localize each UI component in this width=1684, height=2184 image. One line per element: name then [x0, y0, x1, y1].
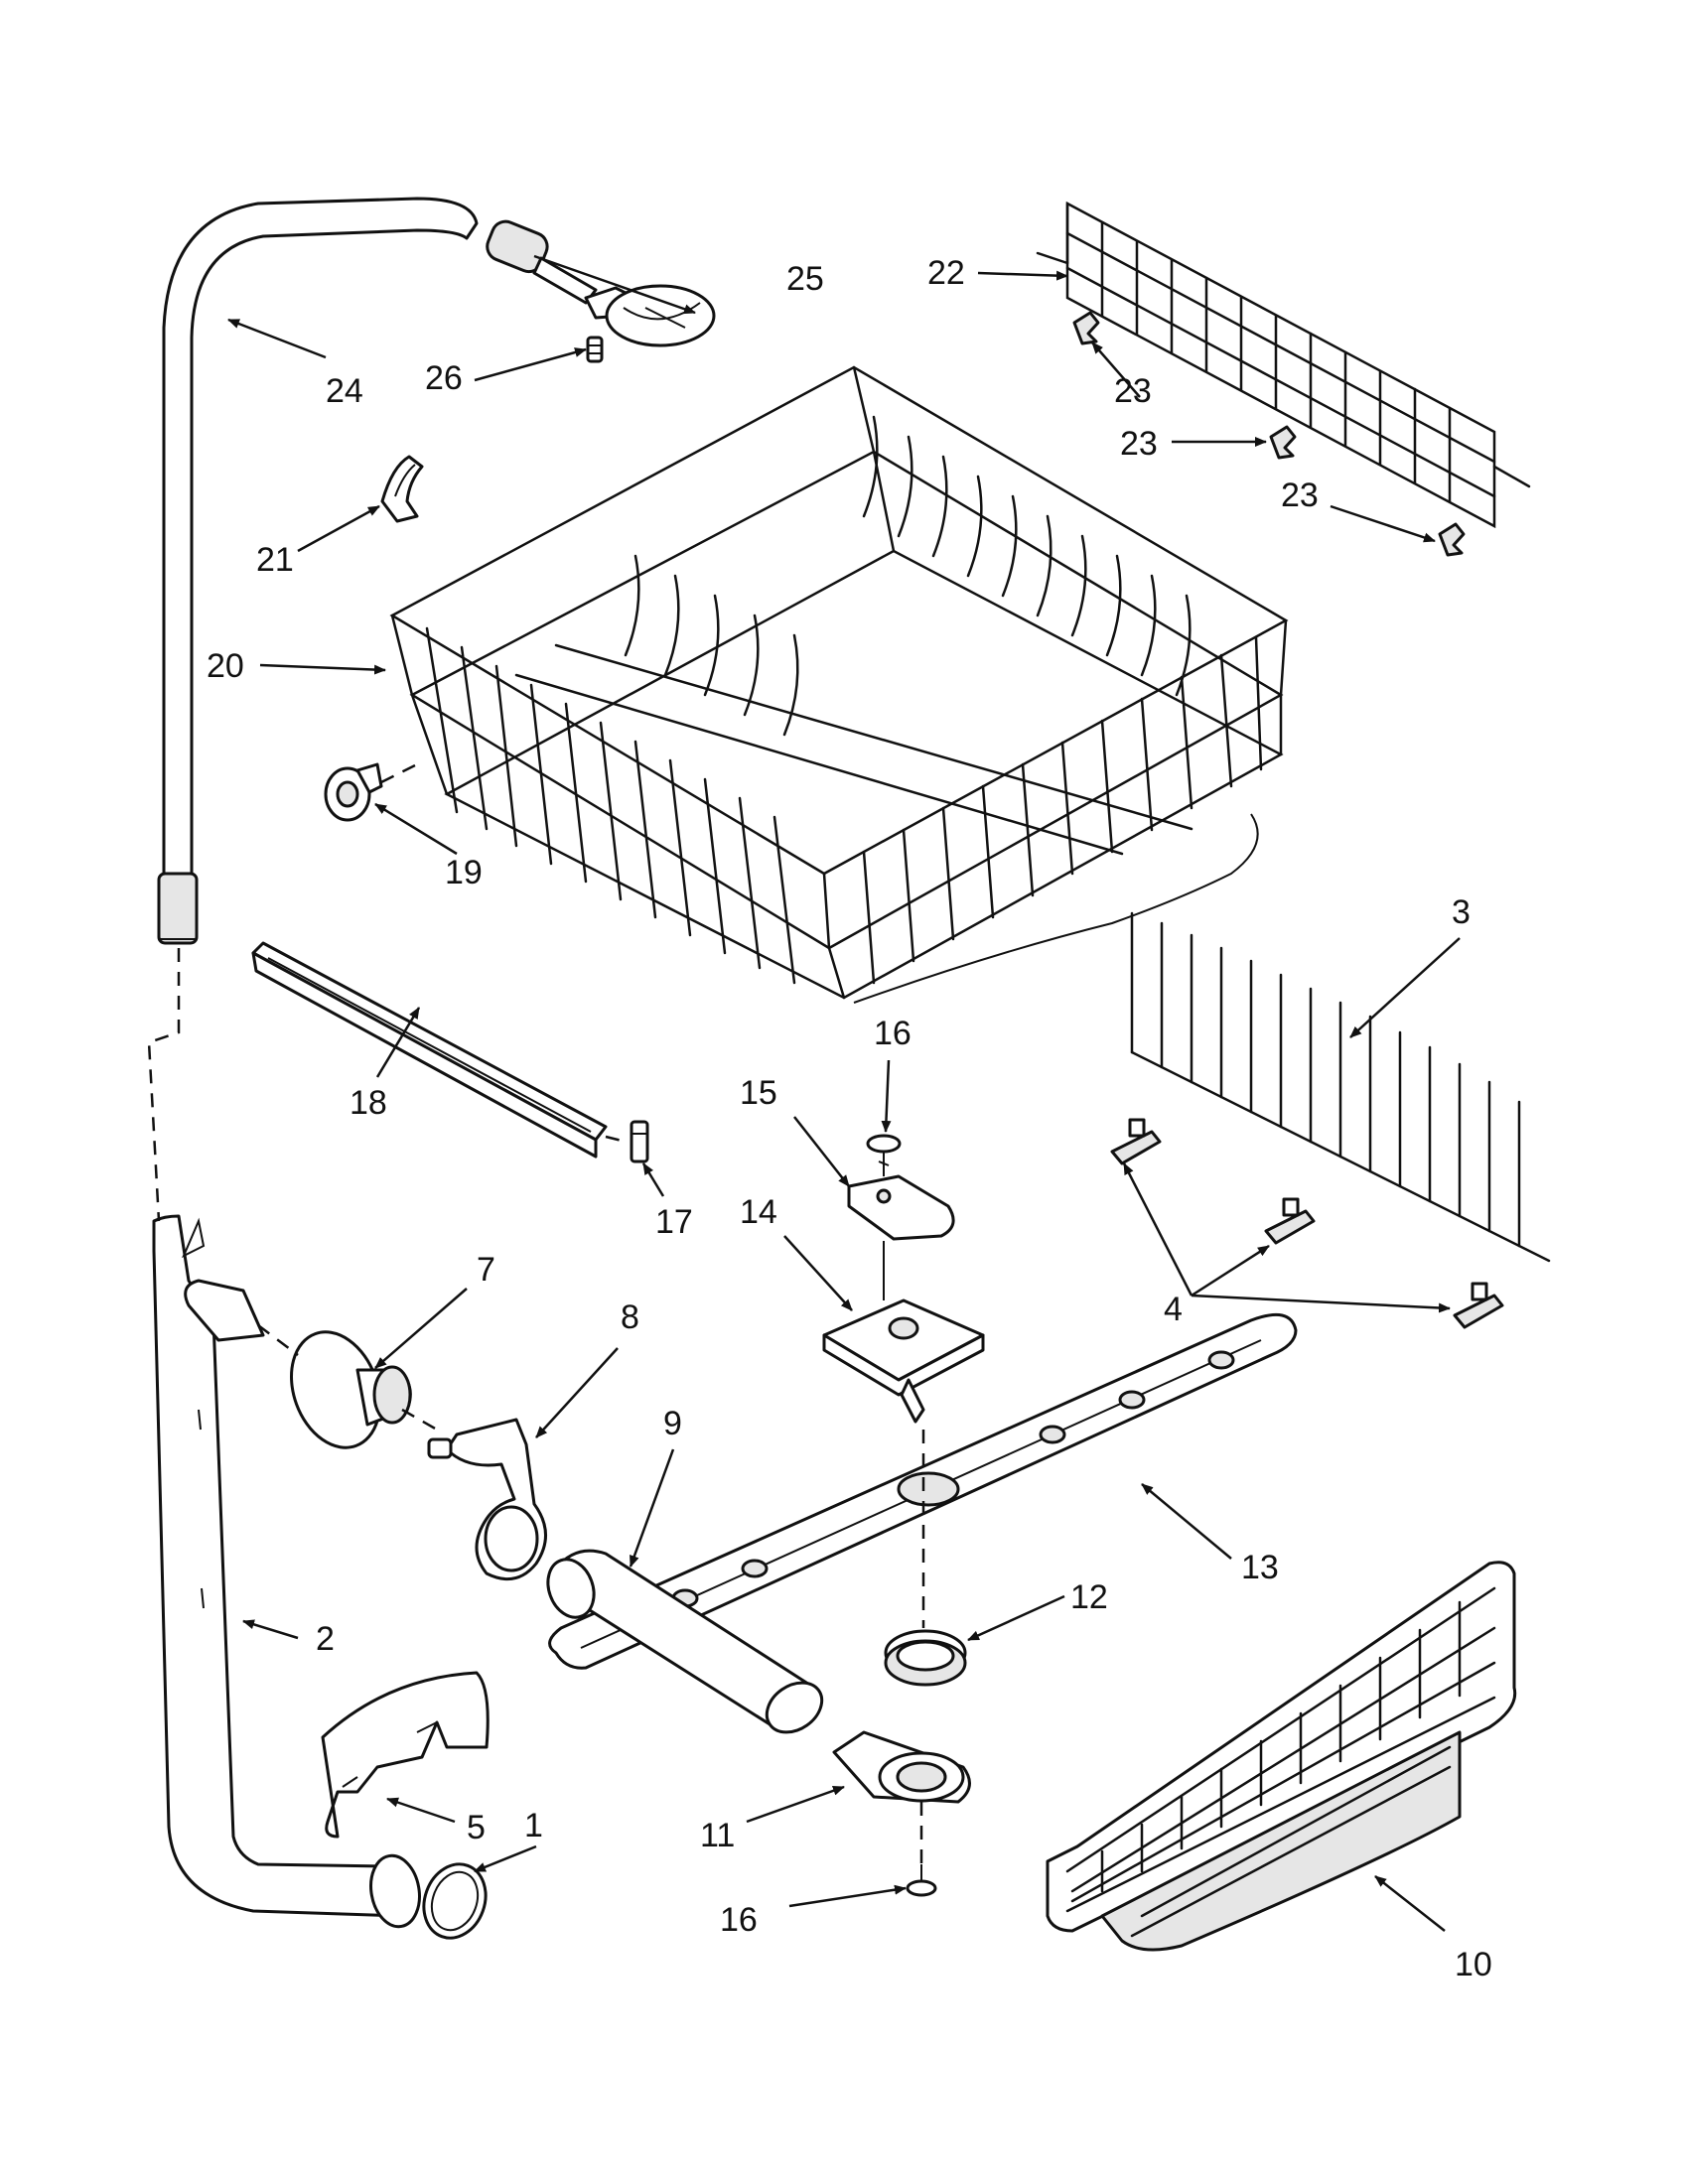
- bearing-part-7: [184, 1279, 412, 1449]
- bracket-part-15: [847, 1174, 955, 1300]
- lower-spray-tube-part: [152, 1214, 421, 1929]
- leader-lines: [227, 254, 1461, 1932]
- tine-clip-part-4a: [1110, 1118, 1162, 1165]
- leader-15: [793, 1116, 850, 1187]
- callout-13: 13: [1241, 1549, 1279, 1586]
- clip-part-23c: [1438, 522, 1466, 557]
- supply-tube-part: [157, 197, 479, 945]
- callout-9: 9: [663, 1405, 682, 1442]
- callout-15: 15: [740, 1074, 777, 1112]
- leader-7: [374, 1288, 468, 1369]
- tine-clip-part-4b: [1264, 1197, 1316, 1245]
- callout-23a: 23: [1114, 372, 1152, 410]
- cover-part-5: [321, 1671, 490, 1839]
- leader-2: [242, 1619, 299, 1640]
- clip-part-8: [427, 1418, 547, 1581]
- callout-12: 12: [1070, 1578, 1108, 1616]
- callout-26: 26: [425, 359, 463, 397]
- callout-3: 3: [1452, 893, 1471, 931]
- connection-dashed-line-3: [401, 1408, 438, 1432]
- leader-20: [259, 663, 386, 675]
- leader-14: [783, 1235, 853, 1311]
- leader-16a: [881, 1059, 892, 1133]
- leader-18: [375, 1007, 421, 1078]
- callout-16a: 16: [874, 1015, 912, 1052]
- leader-25: [533, 254, 696, 315]
- mount-part-14: [822, 1298, 985, 1424]
- track-endcap-part: [630, 1120, 649, 1163]
- leader-12: [967, 1594, 1065, 1642]
- callout-20: 20: [207, 647, 244, 685]
- callout-11: 11: [700, 1817, 735, 1854]
- leader-22: [977, 270, 1068, 281]
- tine-row-panel-part: [1036, 201, 1531, 529]
- callout-18: 18: [350, 1084, 387, 1122]
- callout-2: 2: [316, 1620, 335, 1658]
- leader-1: [474, 1844, 537, 1873]
- leader-16b: [788, 1884, 907, 1908]
- leader-5: [386, 1797, 456, 1824]
- callout-14: 14: [740, 1193, 777, 1231]
- callout-7: 7: [477, 1251, 495, 1289]
- clip-part-23a: [1072, 311, 1100, 345]
- tine-clip-part-4c: [1453, 1282, 1504, 1329]
- screw-part-26: [586, 336, 604, 363]
- ring-part-12: [884, 1629, 967, 1687]
- upper-spray-arm-part: [548, 1312, 1298, 1670]
- feed-tube-part: [546, 1549, 824, 1734]
- callout-17: 17: [655, 1203, 693, 1241]
- roller-part: [324, 762, 418, 822]
- leader-3: [1349, 937, 1461, 1038]
- callout-1: 1: [524, 1807, 543, 1844]
- callout-25: 25: [786, 260, 824, 298]
- callout-10: 10: [1455, 1946, 1492, 1983]
- connection-dashed-line: [147, 948, 181, 1222]
- leader-4a: [1122, 1162, 1193, 1297]
- spray-nozzle-part: [486, 219, 716, 347]
- leader-21: [297, 504, 380, 553]
- clip-part-23b: [1269, 425, 1297, 460]
- callout-23b: 23: [1120, 425, 1158, 463]
- leader-10: [1374, 1875, 1446, 1932]
- callout-16b: 16: [720, 1901, 758, 1939]
- gasket-part-1: [422, 1862, 488, 1940]
- callout-22: 22: [927, 254, 965, 292]
- leader-26: [474, 347, 587, 382]
- leader-17: [641, 1162, 665, 1197]
- leader-23c: [1330, 504, 1436, 543]
- callout-24: 24: [326, 372, 363, 410]
- silverware-basket-part: [1046, 1561, 1517, 1952]
- rack-track-part: [251, 941, 627, 1159]
- dish-rack-part: [389, 365, 1289, 1004]
- connection-dashed-line-2: [257, 1324, 299, 1356]
- leader-23a: [1091, 341, 1141, 398]
- callout-8: 8: [621, 1298, 639, 1336]
- leader-9: [629, 1448, 675, 1568]
- callout-4: 4: [1164, 1291, 1183, 1328]
- leader-24: [227, 318, 327, 359]
- callout-23c: 23: [1281, 477, 1319, 514]
- leader-13: [1141, 1483, 1232, 1560]
- leader-4b: [1191, 1244, 1270, 1297]
- manifold-part-11: [832, 1730, 971, 1804]
- screw-part-16a: [866, 1134, 902, 1176]
- leader-11: [746, 1785, 845, 1824]
- callout-labels: 25 24 26 22 23 23 23 21 20 19 18 17 3 16…: [207, 254, 1492, 1983]
- clip-part-21: [380, 455, 424, 523]
- callout-21: 21: [256, 541, 294, 579]
- leader-4c: [1191, 1294, 1451, 1313]
- screw-part-16b: [906, 1864, 937, 1897]
- callout-19: 19: [445, 854, 483, 891]
- lower-tine-row-part: [1130, 911, 1551, 1263]
- callout-5: 5: [467, 1809, 486, 1846]
- leader-19: [374, 802, 458, 856]
- leader-8: [535, 1347, 619, 1438]
